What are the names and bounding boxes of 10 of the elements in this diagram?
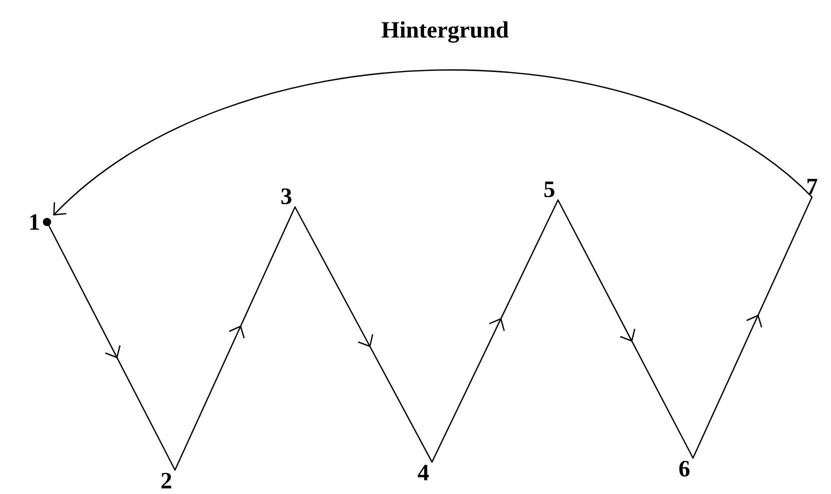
vertex-number: 5 <box>544 182 554 198</box>
vertex-number: 4 <box>418 464 429 480</box>
arc-arrow <box>53 70 812 216</box>
start-dot <box>30 214 52 230</box>
vertex-number: 6 <box>679 460 690 477</box>
vertex-number: 2 <box>161 472 172 488</box>
vertex-number: 3 <box>281 188 292 204</box>
edge-label: Hintergrund <box>382 21 509 43</box>
vertex-number: 7 <box>808 178 818 194</box>
vertex-number: 1 <box>30 214 39 230</box>
